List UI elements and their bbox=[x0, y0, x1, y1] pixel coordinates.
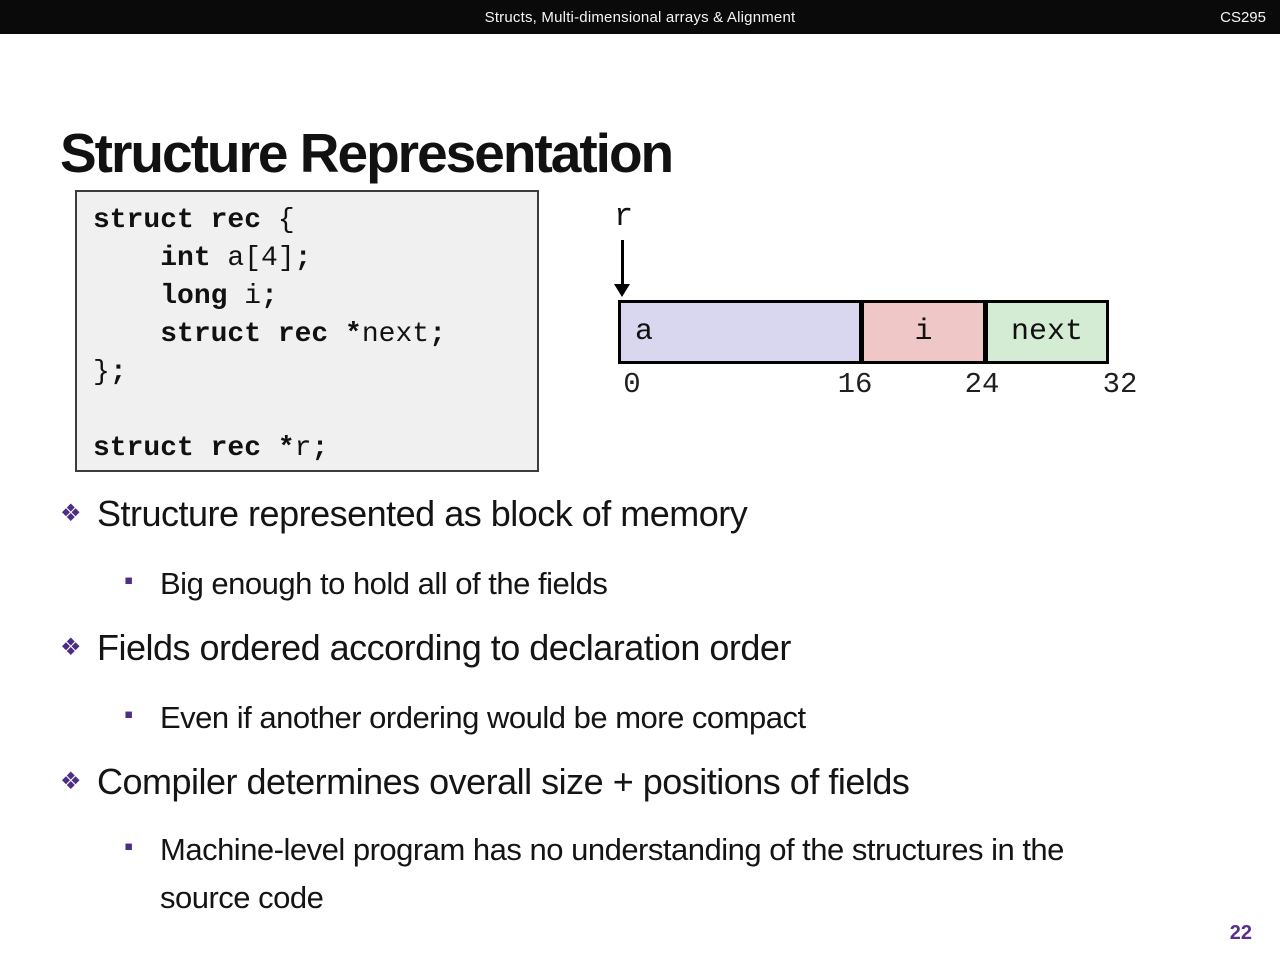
sub-bullet-item: ▪ Big enough to hold all of the fields bbox=[60, 560, 608, 608]
code-keyword: ; bbox=[261, 281, 278, 312]
sub-bullet-item: ▪ Machine-level program has no understan… bbox=[60, 826, 1070, 922]
code-line: struct rec *next; bbox=[93, 316, 537, 354]
code-line-blank bbox=[93, 392, 537, 430]
header-lecture-title: Structs, Multi-dimensional arrays & Alig… bbox=[484, 8, 796, 26]
code-keyword: long bbox=[93, 281, 245, 312]
bullet-text: Fields ordered according to declaration … bbox=[97, 627, 791, 668]
diamond-bullet-icon: ❖ bbox=[60, 500, 82, 527]
code-plain: } bbox=[93, 357, 110, 388]
bullet-item: ❖ Structure represented as block of memo… bbox=[60, 492, 748, 536]
pointer-arrow-icon bbox=[614, 284, 630, 297]
pointer-arrow-line bbox=[621, 240, 624, 286]
bullet-text: Structure represented as block of memory bbox=[97, 493, 748, 534]
code-keyword: ; bbox=[311, 433, 329, 464]
code-line: long i; bbox=[93, 278, 537, 316]
code-keyword: struct rec * bbox=[93, 433, 295, 464]
offset-label-0: 0 bbox=[623, 368, 641, 401]
code-keyword: struct rec bbox=[93, 205, 278, 236]
memory-blocks-row: a i next bbox=[618, 300, 1109, 364]
memory-diagram: r a i next 0 16 24 32 bbox=[612, 198, 1152, 413]
memory-cell-a: a bbox=[618, 300, 862, 364]
code-plain: r bbox=[294, 433, 312, 464]
code-keyword: struct rec * bbox=[93, 319, 362, 350]
code-plain: next bbox=[361, 319, 430, 350]
code-line: struct rec *r; bbox=[93, 430, 537, 468]
code-line: struct rec { bbox=[93, 202, 537, 240]
offset-label-24: 24 bbox=[964, 368, 1000, 401]
code-box-struct-definition: struct rec { int a[4]; long i; struct re… bbox=[75, 190, 539, 472]
offset-label-16: 16 bbox=[837, 368, 873, 401]
code-plain: i bbox=[244, 281, 262, 312]
code-plain: a[4] bbox=[227, 243, 295, 274]
pointer-r-label: r bbox=[614, 198, 634, 235]
code-keyword: ; bbox=[109, 357, 127, 388]
code-keyword: int bbox=[93, 243, 228, 274]
bullet-text: Compiler determines overall size + posit… bbox=[97, 761, 910, 802]
code-keyword: ; bbox=[429, 319, 446, 350]
memory-cell-i: i bbox=[861, 300, 986, 364]
square-bullet-icon: ▪ bbox=[124, 699, 134, 729]
sub-bullet-item: ▪ Even if another ordering would be more… bbox=[60, 694, 806, 742]
square-bullet-icon: ▪ bbox=[124, 831, 134, 861]
memory-cell-i-label: i bbox=[914, 315, 933, 349]
bullet-item: ❖ Compiler determines overall size + pos… bbox=[60, 760, 910, 804]
code-keyword: ; bbox=[294, 243, 312, 274]
diamond-bullet-icon: ❖ bbox=[60, 768, 82, 795]
code-plain: { bbox=[277, 205, 295, 236]
page-title: Structure Representation bbox=[60, 121, 674, 184]
memory-cell-next-label: next bbox=[1010, 315, 1083, 349]
header-bar: Structs, Multi-dimensional arrays & Alig… bbox=[0, 0, 1280, 34]
code-line: }; bbox=[93, 354, 537, 392]
memory-cell-a-label: a bbox=[635, 315, 654, 349]
bullet-item: ❖ Fields ordered according to declaratio… bbox=[60, 626, 791, 670]
header-course-code: CS295 bbox=[1220, 8, 1266, 26]
code-line: int a[4]; bbox=[93, 240, 537, 278]
sub-bullet-text: Big enough to hold all of the fields bbox=[160, 566, 608, 601]
diamond-bullet-icon: ❖ bbox=[60, 634, 82, 661]
square-bullet-icon: ▪ bbox=[124, 565, 134, 595]
sub-bullet-text: Machine-level program has no understandi… bbox=[160, 832, 1064, 915]
memory-cell-next: next bbox=[985, 300, 1109, 364]
offset-label-32: 32 bbox=[1102, 368, 1138, 401]
page-number: 22 bbox=[1229, 922, 1252, 944]
sub-bullet-text: Even if another ordering would be more c… bbox=[160, 700, 806, 735]
